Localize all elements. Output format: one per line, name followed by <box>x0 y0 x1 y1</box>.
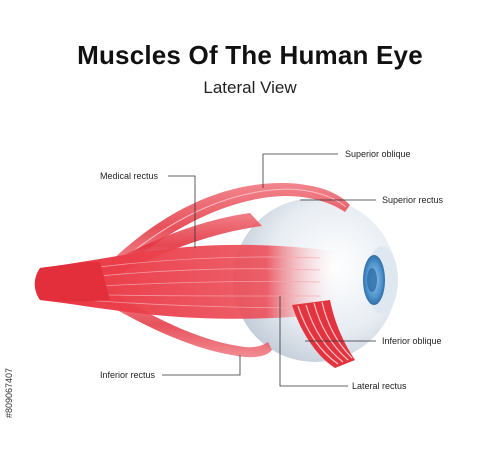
label-superior-oblique: Superior oblique <box>345 149 411 159</box>
inferior-oblique-striations <box>297 301 353 365</box>
leader-medial-rectus <box>168 175 196 248</box>
label-superior-rectus: Superior rectus <box>382 195 444 205</box>
page-title: Muscles Of The Human Eye <box>77 40 423 70</box>
leader-superior-oblique <box>262 153 338 188</box>
leader-inferior-rectus <box>162 355 241 376</box>
leader-lateral-rectus <box>279 296 348 387</box>
stock-id-watermark: #809067407 <box>0 308 18 418</box>
superior-oblique-muscle <box>110 182 350 272</box>
annulus-tendon <box>34 262 110 302</box>
lateral-rectus-muscle <box>40 244 342 319</box>
label-inferior-oblique: Inferior oblique <box>382 336 442 346</box>
leader-lines <box>162 153 376 387</box>
page-subtitle: Lateral View <box>203 78 297 97</box>
stock-id-text: #809067407 <box>4 367 14 418</box>
pupil <box>367 268 377 292</box>
label-medial-rectus: Medical rectus <box>100 171 159 181</box>
label-lateral-rectus: Lateral rectus <box>352 381 407 391</box>
label-inferior-rectus: Inferior rectus <box>100 370 156 380</box>
